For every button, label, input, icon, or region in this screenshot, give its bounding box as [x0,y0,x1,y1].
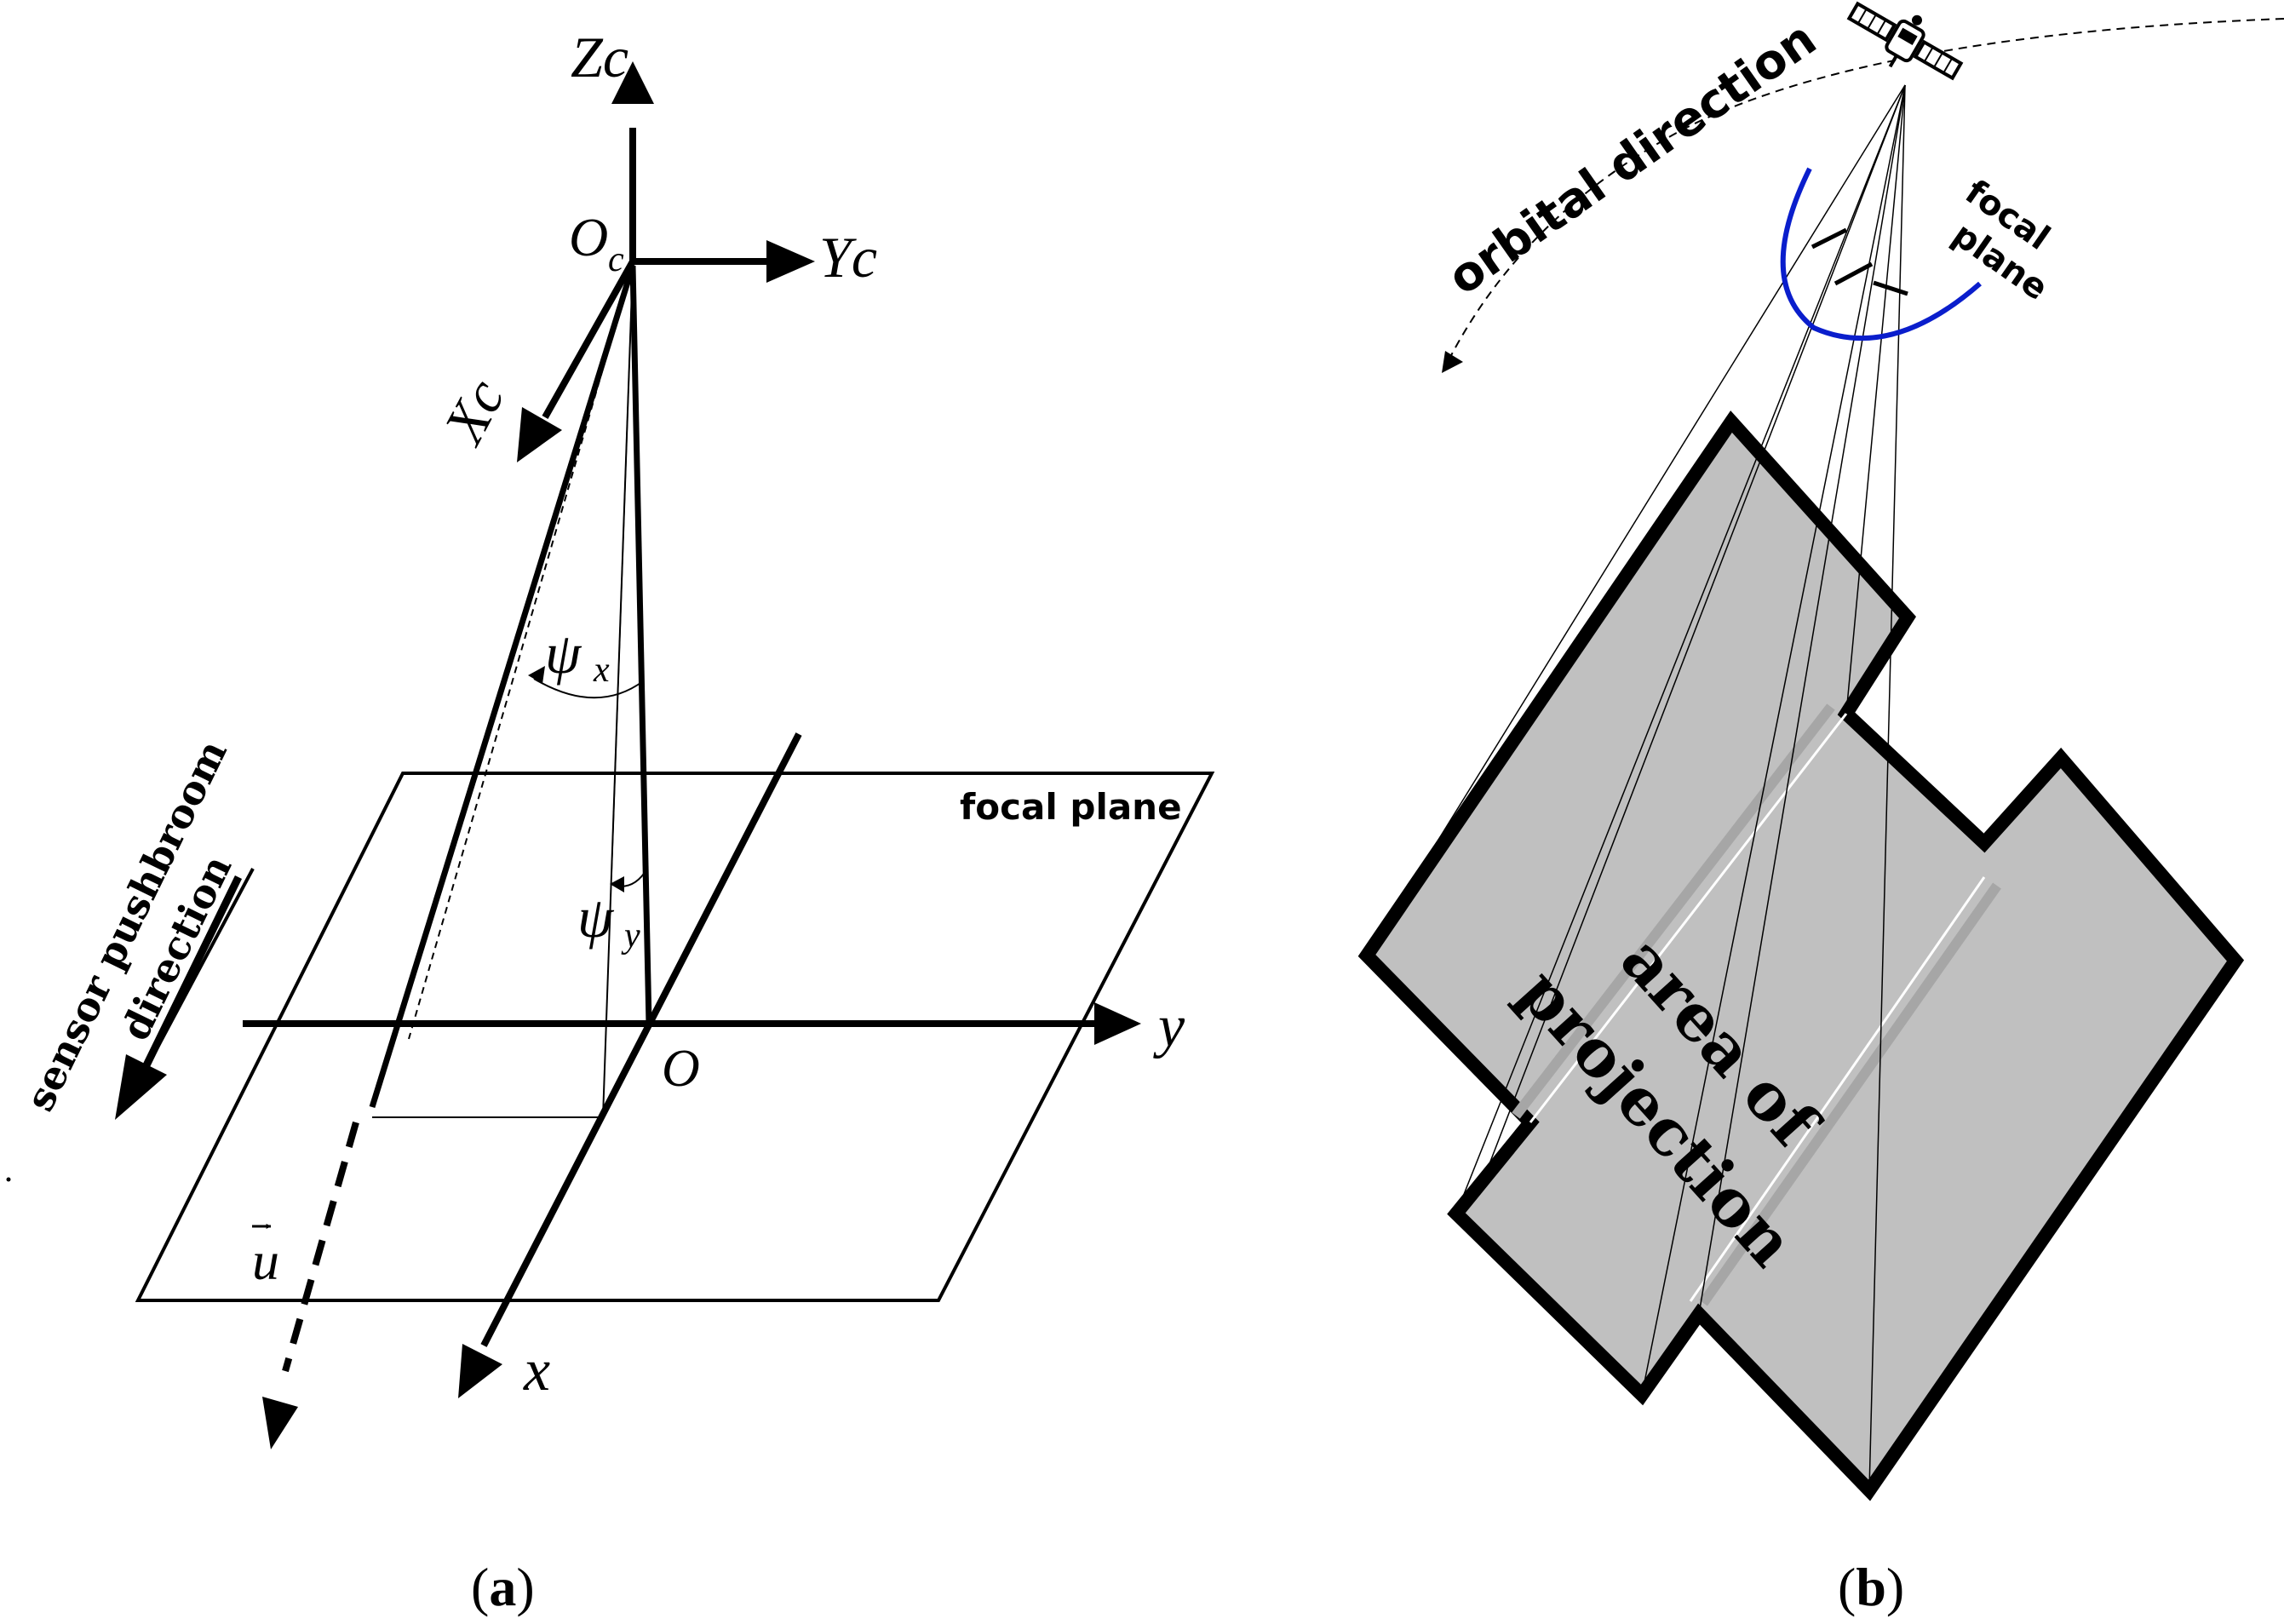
yc-label: Yc [819,225,877,290]
focal-plane-label: focal plane [960,786,1182,828]
focal-plane-parallelogram [135,772,1215,1302]
stray-dot [6,1177,11,1182]
caption-b: (b) [1838,1557,1904,1617]
orbit-path [1447,18,2284,363]
focal-detector-2 [1834,261,1874,286]
panel-a: Zc Yc Xc O c ψ x ψ y focal plane y O x u… [6,25,1215,1617]
u-arrowhead [262,1397,298,1449]
u-vector-label: u [252,1231,279,1291]
x-axis-label: x [523,1338,550,1403]
yc-arrowhead [766,240,815,283]
xc-arrowhead [517,407,562,462]
x-axis [480,732,802,1347]
projection-rays [1366,84,1906,1491]
orbit-arrowhead [1442,351,1463,373]
strip-shade-1 [1512,703,1835,1119]
xc-label: Xc [430,369,517,456]
zc-arrowhead [611,61,654,104]
origin-label: O [662,1040,700,1098]
psi-y-subscript: y [621,916,640,955]
y-arrowhead [1094,1002,1141,1045]
ray-to-plane [369,264,636,1109]
strip-shade-2 [1699,882,2001,1306]
psi-x-arc-head [528,666,545,684]
psi-y-label: ψ [577,885,615,950]
dotted-ray [408,265,634,1040]
psi-x-label: ψ [545,621,582,686]
projection-area [1357,410,2245,1501]
focal-detector-1 [1811,227,1848,250]
zc-label: Zc [571,25,628,89]
pushbroom-arrow-shaft [141,875,243,1070]
orbital-direction-label: orbital direction [1438,11,1827,306]
x-arrowhead [458,1344,502,1398]
panel-b: orbital direction focal plane area of pr… [1357,1,2284,1617]
u-vector-dashed [282,1121,359,1373]
thin-ray-2 [611,265,634,878]
psi-x-subscript: x [593,651,610,690]
xc-axis [542,260,636,419]
psi-y-arc-head [610,876,624,892]
focal-detector-3 [1873,280,1908,296]
satellite-icon [1846,1,1964,81]
pushbroom-arrowhead [115,1054,167,1120]
oc-label: O [569,207,608,267]
strip-boundary-1 [1529,713,1848,1123]
caption-a: (a) [471,1557,535,1617]
y-axis-label: y [1153,994,1185,1059]
strip-boundary-2 [1689,876,1986,1302]
ray-to-origin [629,265,652,1024]
oc-subscript: c [608,240,624,279]
psi-x-arc [533,678,644,699]
focal-plane-curve [1780,167,1982,341]
